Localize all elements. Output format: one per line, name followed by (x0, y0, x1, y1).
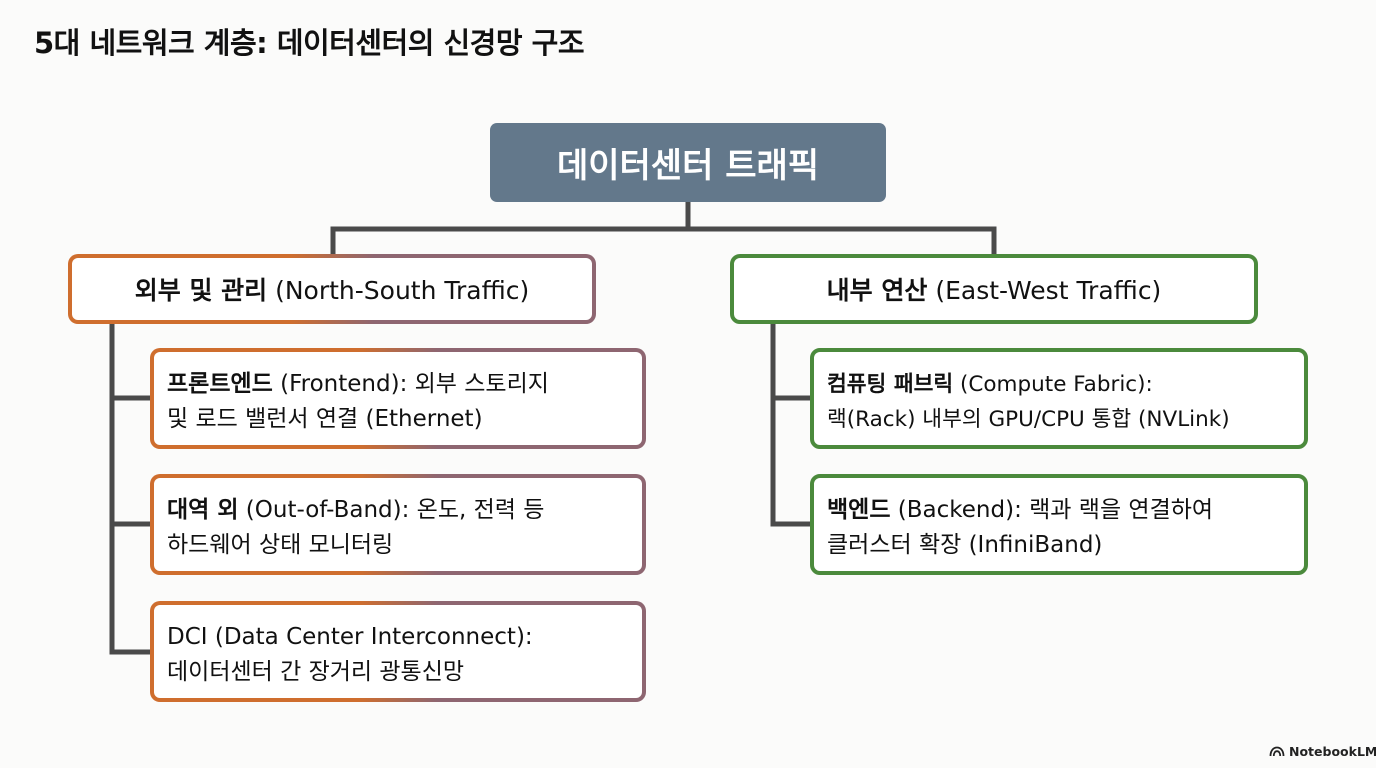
item-dci-desc: DCI (Data Center Interconnect): (167, 624, 533, 650)
watermark: NotebookLM (1269, 744, 1376, 759)
item-backend-desc: (Backend): 랙과 랙을 연결하여 (890, 497, 1214, 523)
category-north-south: 외부 및 관리 (North-South Traffic) (68, 254, 596, 324)
item-compute-fabric: 컴퓨팅 패브릭 (Compute Fabric): 랙(Rack) 내부의 GP… (810, 348, 1308, 449)
page-title: 5대 네트워크 계층: 데이터센터의 신경망 구조 (34, 26, 585, 60)
item-frontend: 프론트엔드 (Frontend): 외부 스토리지 및 로드 밸런서 연결 (E… (150, 348, 646, 449)
item-out-of-band: 대역 외 (Out-of-Band): 온도, 전력 등 하드웨어 상태 모니터… (150, 474, 646, 575)
root-node-datacenter-traffic: 데이터센터 트래픽 (490, 123, 886, 202)
item-out-of-band-desc-line2: 하드웨어 상태 모니터링 (167, 532, 394, 558)
category-east-west-label-bold: 내부 연산 (826, 276, 928, 305)
item-frontend-desc-line2: 및 로드 밸런서 연결 (Ethernet) (167, 406, 483, 432)
item-frontend-desc: (Frontend): 외부 스토리지 (272, 371, 549, 397)
category-east-west-label: (East-West Traffic) (927, 276, 1162, 305)
category-east-west: 내부 연산 (East-West Traffic) (730, 254, 1258, 324)
item-dci: DCI (Data Center Interconnect): 데이터센터 간 … (150, 601, 646, 702)
category-north-south-label-bold: 외부 및 관리 (134, 276, 268, 305)
item-backend-desc-line2: 클러스터 확장 (InfiniBand) (827, 532, 1103, 558)
notebooklm-logo-icon (1269, 746, 1285, 757)
item-dci-desc-line2: 데이터센터 간 장거리 광통신망 (167, 659, 465, 685)
item-compute-fabric-desc: (Compute Fabric): (953, 372, 1153, 397)
item-out-of-band-desc: (Out-of-Band): 온도, 전력 등 (238, 497, 545, 523)
item-compute-fabric-desc-line2: 랙(Rack) 내부의 GPU/CPU 통합 (NVLink) (827, 407, 1230, 432)
item-out-of-band-title: 대역 외 (167, 497, 239, 523)
item-frontend-title: 프론트엔드 (167, 371, 273, 397)
item-backend: 백엔드 (Backend): 랙과 랙을 연결하여 클러스터 확장 (Infin… (810, 474, 1308, 575)
category-north-south-label: (North-South Traffic) (267, 276, 530, 305)
item-backend-title: 백엔드 (827, 497, 891, 523)
watermark-label: NotebookLM (1289, 744, 1376, 759)
item-compute-fabric-title: 컴퓨팅 패브릭 (827, 372, 954, 397)
